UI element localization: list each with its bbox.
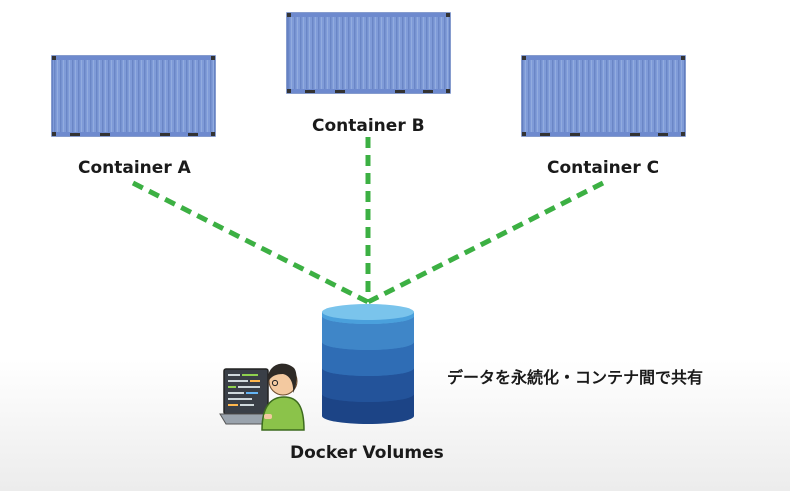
- shipping-container-icon: [286, 12, 451, 94]
- container-c-label: Container C: [547, 158, 660, 178]
- developer-at-laptop-icon: [219, 363, 305, 431]
- connector-line-a: [131, 180, 370, 305]
- container-a-label: Container A: [78, 158, 191, 178]
- connector-line-c: [366, 180, 605, 305]
- shipping-container-icon: [521, 55, 686, 137]
- docker-volumes-label: Docker Volumes: [290, 443, 444, 463]
- description-text: データを永続化・コンテナ間で共有: [447, 368, 704, 387]
- database-cylinder-icon: [322, 304, 414, 424]
- container-b-label: Container B: [312, 116, 425, 136]
- shipping-container-icon: [51, 55, 216, 137]
